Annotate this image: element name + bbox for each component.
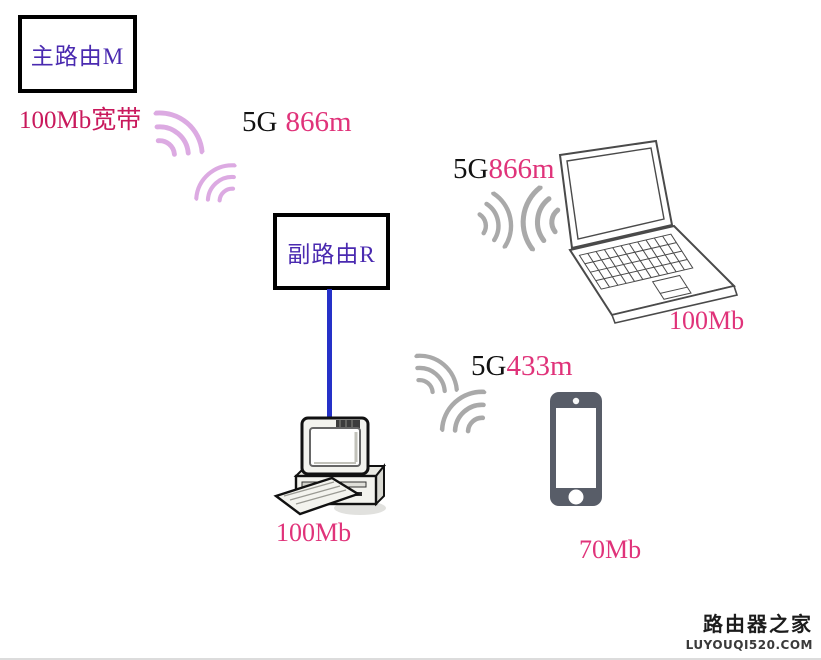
wan-broadband-label: 100Mb宽带 xyxy=(19,107,142,134)
backhaul-rate: 866m xyxy=(285,106,352,138)
main-router-label: 主路由M xyxy=(30,44,125,69)
laptop-speed-label: 100Mb xyxy=(669,306,745,335)
sub-router-box: 副路由R xyxy=(273,213,390,290)
sub-router-label: 副路由R xyxy=(287,241,376,267)
phone-link-label: 5G433m xyxy=(471,350,573,383)
smartphone-icon xyxy=(548,390,606,515)
phone-rate: 433m xyxy=(506,350,573,382)
wifi-signal-icon xyxy=(180,147,256,223)
ethernet-cable xyxy=(327,289,332,427)
laptop-icon xyxy=(550,138,740,333)
phone-band: 5G xyxy=(471,350,507,382)
wifi-signal-icon xyxy=(424,372,509,457)
phone-speed-label: 70Mb xyxy=(579,535,642,564)
laptop-band: 5G xyxy=(453,153,489,185)
watermark-url: LUYOUQI520.COM xyxy=(685,638,813,652)
watermark-title: 路由器之家 xyxy=(703,612,813,636)
desktop-speed-label: 100Mb xyxy=(276,518,352,547)
backhaul-band: 5G xyxy=(242,106,278,138)
laptop-rate: 866m xyxy=(488,153,555,185)
wifi-signal-icon xyxy=(131,91,221,181)
wifi-signal-icon xyxy=(461,187,530,256)
desktop-computer-icon xyxy=(272,416,390,525)
wifi-signal-icon xyxy=(395,337,474,416)
site-watermark: 路由器之家 LUYOUQI520.COM xyxy=(686,608,813,652)
wifi-signal-icon xyxy=(504,182,578,256)
main-router-box: 主路由M xyxy=(18,15,137,93)
laptop-link-label: 5G866m xyxy=(453,153,555,186)
